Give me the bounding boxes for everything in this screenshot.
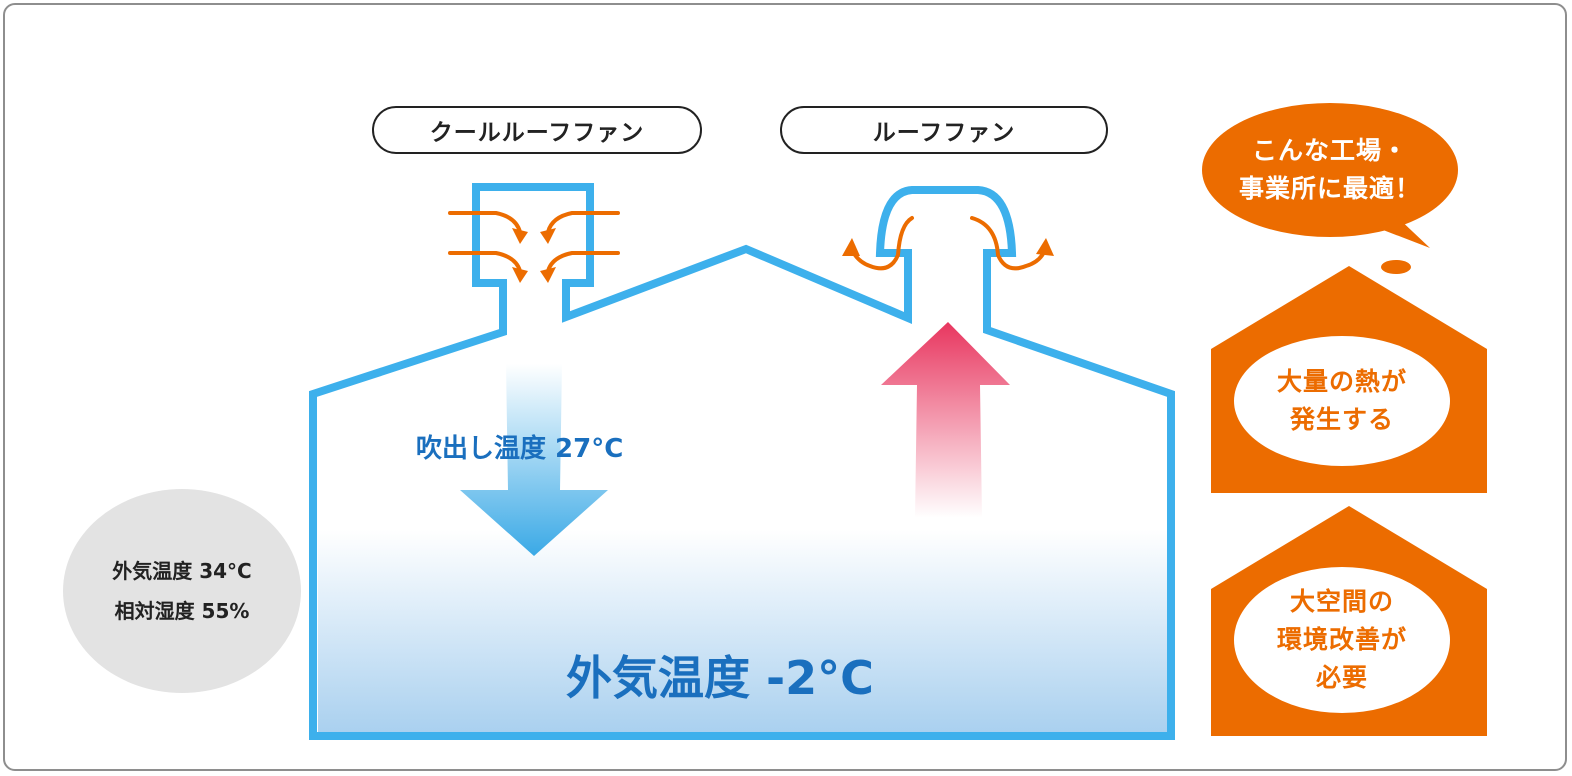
outside-humidity-label: 相対湿度 55% [114,599,250,623]
thought-bubble [1202,103,1458,237]
building-outline [309,183,1175,740]
thought-bubble-text: こんな工場・ 事業所に最適！ [1238,136,1421,203]
cool-air-arrow [460,364,608,556]
house-card-1-oval [1234,336,1450,466]
roof-fan-label: ルーフファン [780,106,1108,154]
outlet-temp-label: 吹出し温度 27°C [416,434,624,464]
house-card-1-text: 大量の熱が 発生する [1276,367,1407,434]
warm-air-arrow [881,322,1010,518]
outside-temp-label: 外気温度 34°C [112,559,252,583]
exhaust-arrowheads [842,238,1054,256]
outside-conditions-circle: 外気温度 34°C 相対湿度 55% [63,489,301,693]
intake-arrows [448,211,620,273]
thought-bubble-dot [1381,260,1411,274]
exhaust-arrows [850,216,1047,271]
inside-temp-label: 外気温度 -2°C [566,651,874,705]
house-card-2-text: 大空間の 環境改善が 必要 [1276,587,1407,692]
thought-bubble-tail [1378,215,1430,248]
cool-roof-fan-label: クールルーフファン [372,106,702,154]
house-card-2-oval [1234,567,1450,713]
intake-arrowheads [512,228,556,283]
cool-air-zone [318,530,1168,734]
